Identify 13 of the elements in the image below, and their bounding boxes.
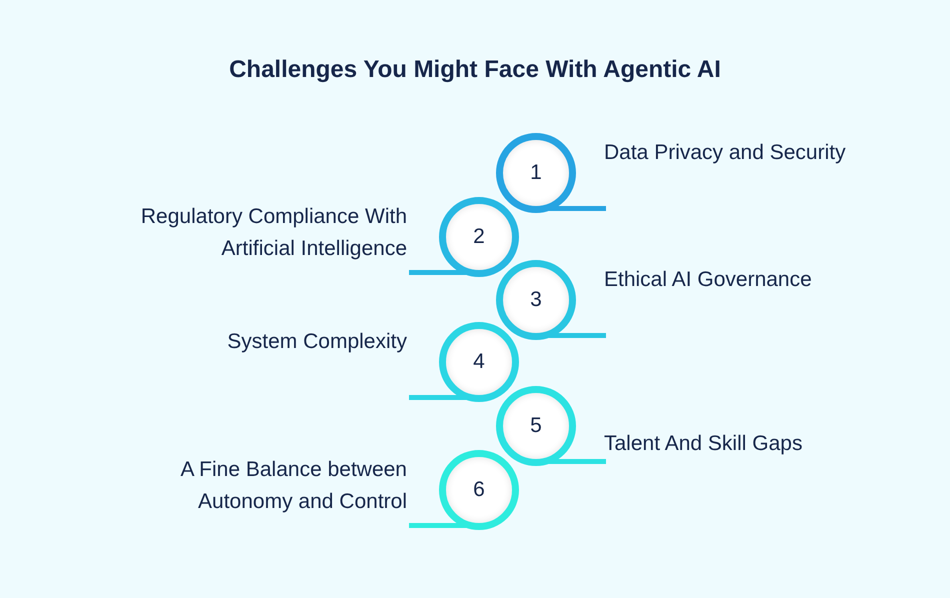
number-circle: 4 [439, 322, 519, 402]
step-label: Data Privacy and Security [604, 140, 847, 166]
step-label: Regulatory Compliance With Artificial Intelligence [140, 204, 407, 262]
title: Challenges You Might Face With Agentic AI [228, 56, 722, 84]
number-circle: 3 [496, 260, 576, 340]
number-circle: 5 [496, 386, 576, 466]
step-label: Ethical AI Governance [604, 267, 813, 293]
number-circle: 1 [496, 133, 576, 213]
step-label: A Fine Balance between Autonomy and Control [180, 457, 407, 515]
step-label: System Complexity [226, 329, 407, 355]
number-circle: 2 [439, 197, 519, 277]
number-circle: 6 [439, 450, 519, 530]
step-label: Talent And Skill Gaps [604, 431, 804, 457]
